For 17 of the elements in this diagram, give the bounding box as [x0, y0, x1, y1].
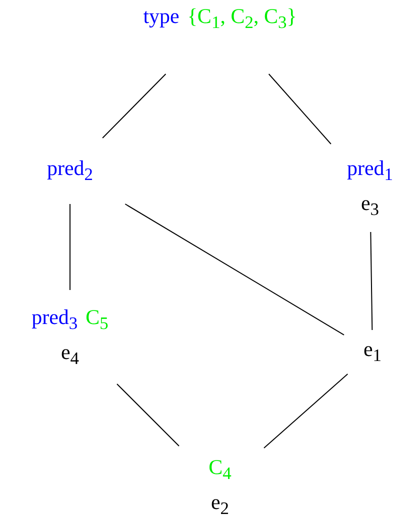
connector-line [124, 204, 344, 336]
node-label: e$_{3}$ [360, 191, 380, 220]
node-label: pred$_{2}$ [46, 156, 94, 186]
node-label: pred$_{3}$ [32, 304, 78, 334]
node-label: C$_{4}$ [208, 454, 232, 484]
connector-line [370, 232, 373, 330]
connector-line [116, 384, 180, 446]
connector-line [264, 374, 348, 449]
node-label: e$_{1}$ [363, 337, 382, 367]
connector-line [102, 74, 166, 138]
connector-line [268, 74, 332, 144]
node-label: e$_{2}$ [210, 490, 230, 520]
node-label: pred$_{1}$ [346, 156, 394, 185]
node-label: {C$_{1}$, C$_{2}$, C$_{3}$} [187, 4, 297, 34]
node-label: C$_{5}$ [86, 304, 108, 334]
node-label: e$_{4}$ [60, 340, 80, 370]
node-label: type [143, 4, 180, 30]
